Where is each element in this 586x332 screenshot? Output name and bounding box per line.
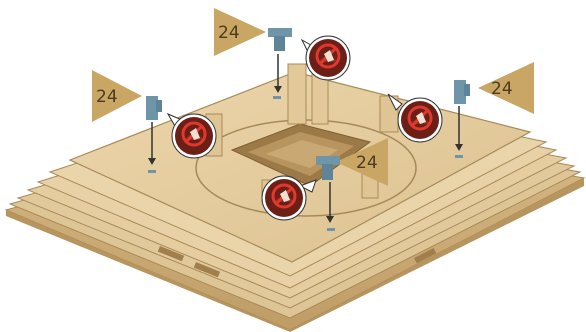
down-arrow-icon bbox=[274, 54, 282, 93]
blue-peg-icon bbox=[454, 80, 470, 104]
step-number-right: 24 bbox=[491, 79, 513, 99]
step-number-left: 24 bbox=[96, 87, 118, 107]
peg-hole-top bbox=[273, 96, 281, 99]
no-glue-icon bbox=[302, 36, 350, 80]
blue-peg-icon bbox=[268, 28, 292, 51]
peg-hole-left bbox=[148, 170, 156, 173]
step-number-top: 24 bbox=[218, 23, 240, 43]
peg-hole-right bbox=[455, 155, 463, 158]
step-number-center: 24 bbox=[356, 153, 378, 173]
peg-hole-center bbox=[327, 228, 335, 231]
blue-peg-icon bbox=[146, 96, 162, 120]
post-top bbox=[288, 64, 306, 124]
